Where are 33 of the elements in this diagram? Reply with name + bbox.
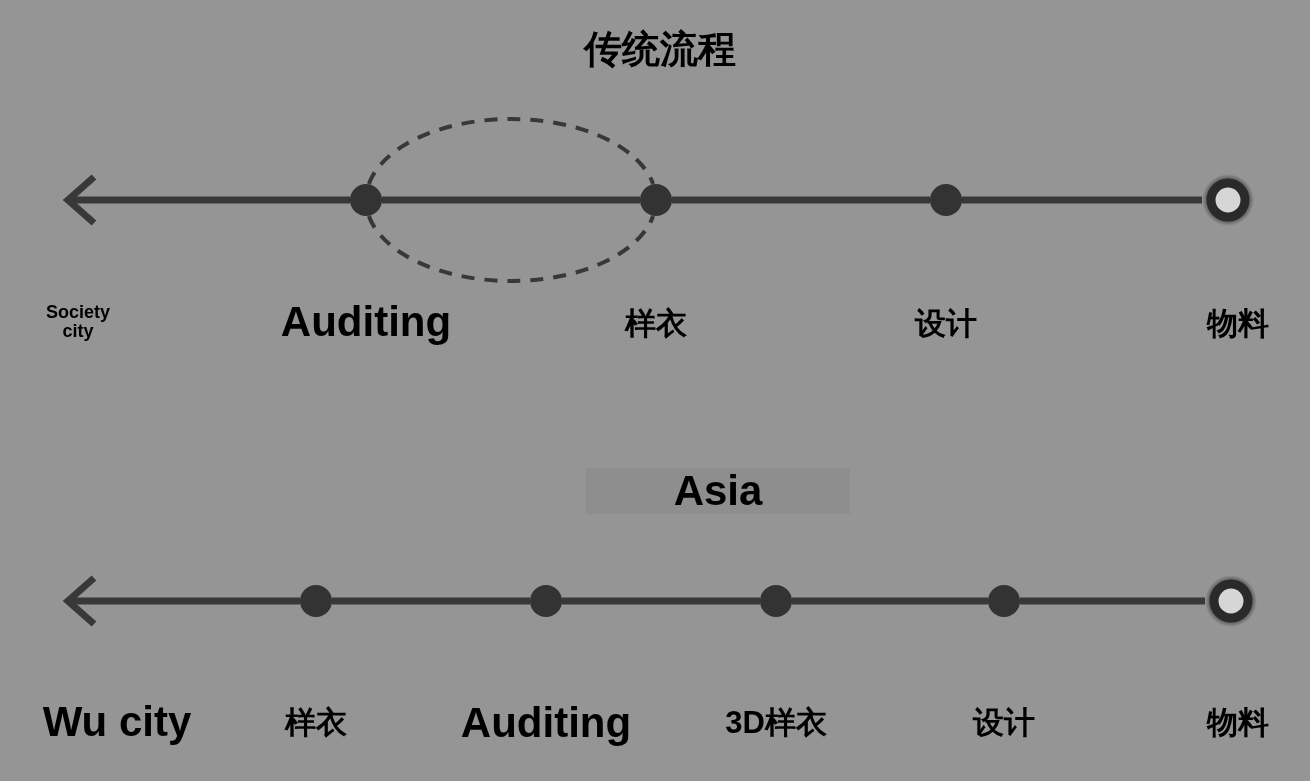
step-label: 样衣 [285, 705, 347, 741]
step-label: 物料 [1207, 705, 1269, 741]
step-label: 样衣 [625, 306, 687, 342]
timeline-dot [640, 184, 672, 216]
dashed-arc [367, 215, 655, 283]
connector-line [1020, 597, 1205, 605]
connector-line [332, 597, 530, 605]
connector-line [672, 196, 930, 204]
timeline-dot [930, 184, 962, 216]
endpoint-label: Wu city [42, 697, 192, 747]
timeline-dot [300, 585, 332, 617]
timeline-dot [530, 585, 562, 617]
section-heading: Asia [586, 468, 850, 514]
timeline-dot [350, 184, 382, 216]
step-label: Auditing [280, 297, 452, 347]
step-label: Auditing [460, 698, 632, 748]
connector-line [382, 196, 640, 204]
arrow [64, 574, 300, 628]
arrow [64, 173, 350, 227]
connector-line [962, 196, 1202, 204]
connector-line [562, 597, 760, 605]
timeline-dot [988, 585, 1020, 617]
step-label: 物料 [1207, 306, 1269, 342]
step-label: 3D样衣 [725, 705, 827, 741]
timeline-ring [1205, 575, 1257, 627]
dashed-arc [367, 117, 655, 185]
endpoint-label: Society city [46, 303, 110, 341]
section-heading: 传统流程 [584, 28, 736, 72]
step-label: 设计 [915, 306, 977, 342]
timeline-ring [1202, 174, 1254, 226]
connector-line [792, 597, 988, 605]
timeline-dot [760, 585, 792, 617]
step-label: 设计 [973, 705, 1035, 741]
